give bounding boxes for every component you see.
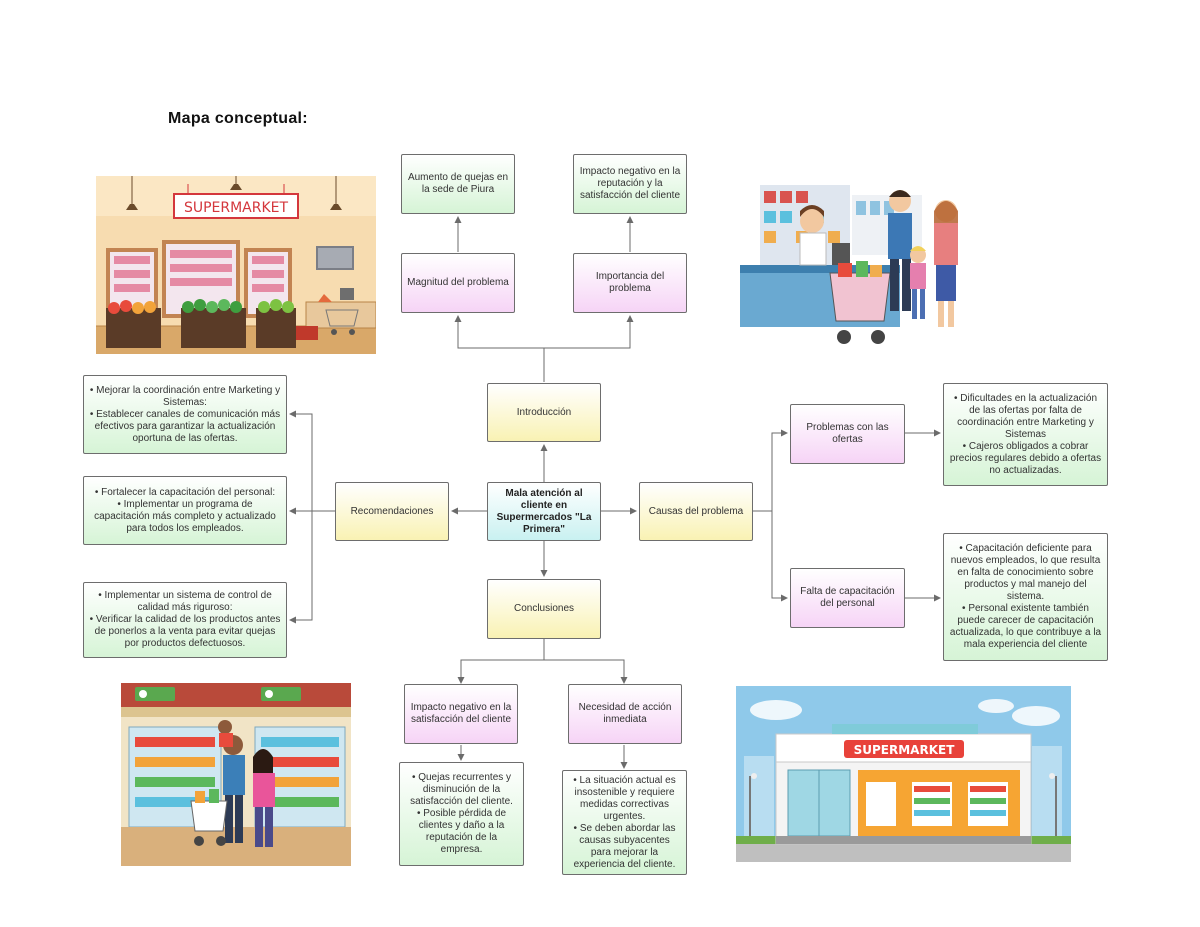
accion-detalle-box: • La situación actual es insostenible y … (562, 770, 687, 875)
supermarket-sign-text: SUPERMARKET (184, 200, 289, 216)
ofertas-detalle-item: • Cajeros obligados a cobrar precios reg… (949, 440, 1102, 476)
satisfaccion-detalle-item: • Quejas recurrentes y disminución de la… (410, 772, 513, 807)
supermarket-exterior-illustration: SUPERMARKET (736, 686, 1071, 862)
importancia-problema-box: Importancia del problema (573, 253, 687, 313)
ofertas-detalle-item: • Dificultades en la actualización de la… (953, 392, 1098, 440)
recomendacion-1-box: • Mejorar la coordinación entre Marketin… (83, 375, 287, 454)
recomendacion-3-item: • Implementar un sistema de control de c… (98, 590, 272, 613)
family-shopping-illustration (121, 683, 351, 866)
causas-box: Causas del problema (639, 482, 753, 541)
ofertas-detalle-box: • Dificultades en la actualización de la… (943, 383, 1108, 486)
falta-capacitacion-box: Falta de capacitación del personal (790, 568, 905, 628)
conclusiones-box: Conclusiones (487, 579, 601, 639)
recomendacion-3-item: • Verificar la calidad de los productos … (89, 614, 281, 649)
impacto-reputacion-box: Impacto negativo en la reputación y la s… (573, 154, 687, 214)
satisfaccion-detalle-box: • Quejas recurrentes y disminución de la… (399, 762, 524, 866)
impacto-satisfaccion-box: Impacto negativo en la satisfacción del … (404, 684, 518, 744)
recomendacion-2-item: • Implementar un programa de capacitació… (94, 498, 276, 534)
recomendaciones-box: Recomendaciones (335, 482, 449, 541)
supermarket-interior-illustration: SUPERMARKET (96, 176, 376, 354)
capacitacion-detalle-item: • Personal existente también puede carec… (949, 603, 1102, 650)
page-title: Mapa conceptual: (168, 110, 308, 127)
recomendacion-1-item: • Mejorar la coordinación entre Marketin… (89, 384, 281, 408)
introduccion-box: Introducción (487, 383, 601, 442)
necesidad-accion-box: Necesidad de acción inmediata (568, 684, 682, 744)
problemas-ofertas-box: Problemas con las ofertas (790, 404, 905, 464)
capacitacion-detalle-item: • Capacitación deficiente para nuevos em… (950, 543, 1101, 602)
accion-detalle-item: • Se deben abordar las causas subyacente… (573, 822, 676, 870)
satisfaccion-detalle-item: • Posible pérdida de clientes y daño a l… (416, 808, 507, 855)
recomendacion-2-item: • Fortalecer la capacitación del persona… (94, 486, 276, 498)
recomendacion-1-item: • Establecer canales de comunicación más… (89, 408, 281, 444)
recomendacion-3-box: • Implementar un sistema de control de c… (83, 582, 287, 658)
capacitacion-detalle-box: • Capacitación deficiente para nuevos em… (943, 533, 1108, 661)
accion-detalle-item: • La situación actual es insostenible y … (573, 774, 676, 822)
aumento-quejas-box: Aumento de quejas en la sede de Piura (401, 154, 515, 214)
center-topic-box: Mala atención al cliente en Supermercado… (487, 482, 601, 541)
recomendacion-2-box: • Fortalecer la capacitación del persona… (83, 476, 287, 545)
checkout-family-illustration (740, 181, 970, 353)
magnitud-problema-box: Magnitud del problema (401, 253, 515, 313)
supermarket-exterior-sign-text: SUPERMARKET (854, 743, 956, 757)
